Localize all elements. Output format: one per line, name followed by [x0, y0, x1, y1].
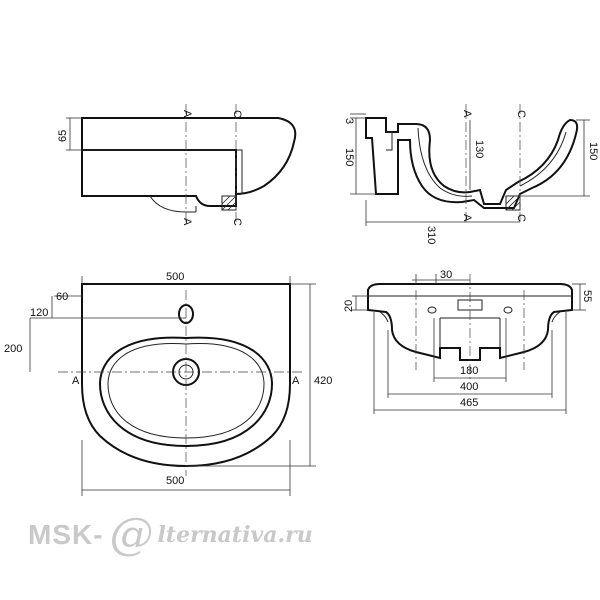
plan-view: 500 60 120 200 420 500 A A: [4, 271, 332, 496]
section-c-top: C: [231, 110, 243, 118]
side-view: 65 A A C C: [57, 104, 297, 226]
dim-120: 120: [30, 307, 48, 319]
section-a-label-bottom: A: [461, 214, 473, 222]
section-a-label: A: [461, 110, 473, 118]
section-a-bottom: A: [181, 218, 193, 226]
watermark-logo: MSK- @ lternativa.ru: [28, 510, 313, 560]
dim-180: 180: [460, 365, 478, 377]
watermark-domain: lternativa.ru: [157, 522, 313, 548]
watermark-at-sign: @: [109, 509, 154, 560]
section-a-left: A: [72, 375, 80, 387]
dim-150-left: 150: [343, 148, 355, 166]
dim-65: 65: [57, 130, 69, 142]
dim-60: 60: [56, 291, 68, 303]
section-view: 3 150 130 150 310 A A C C: [343, 104, 599, 244]
dim-500-top: 500: [166, 271, 184, 283]
dim-465: 465: [460, 397, 478, 409]
watermark-brand: MSK-: [28, 519, 104, 550]
dim-3: 3: [343, 118, 355, 124]
section-c-label: C: [515, 110, 527, 118]
section-c-label-bottom: C: [515, 214, 527, 222]
dim-55: 55: [581, 290, 593, 302]
dim-150-right: 150: [587, 142, 599, 160]
section-a-top: A: [181, 110, 193, 118]
dim-310: 310: [425, 226, 437, 244]
dim-500-bottom: 500: [166, 475, 184, 487]
dim-400: 400: [460, 381, 478, 393]
dim-420: 420: [314, 375, 332, 387]
dim-130: 130: [473, 140, 485, 158]
section-c-bottom: C: [231, 218, 243, 226]
dim-20: 20: [343, 300, 355, 312]
dim-30: 30: [440, 269, 452, 281]
section-a-right: A: [292, 375, 300, 387]
front-view: 30 20 55 180 400 465: [343, 269, 593, 414]
dim-200: 200: [4, 343, 22, 355]
